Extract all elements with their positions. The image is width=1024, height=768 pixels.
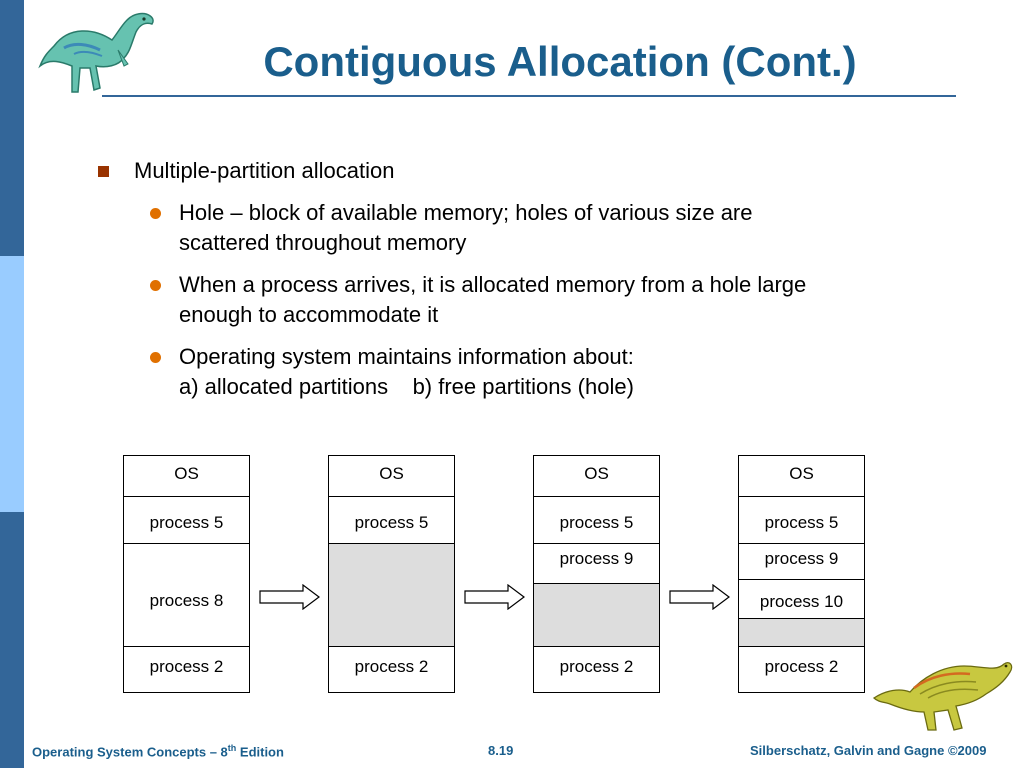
dinosaur-illustration	[872, 662, 1013, 731]
memory-cell: process 8	[124, 544, 249, 647]
memory-cell: process 9	[534, 544, 659, 584]
memory-cell: process 2	[534, 647, 659, 693]
sub-bullet: When a process arrives, it is allocated …	[96, 270, 976, 330]
cell-label: OS	[789, 464, 814, 483]
memory-hole	[534, 584, 659, 647]
title-underline	[102, 95, 956, 97]
cell-label: process 5	[559, 513, 634, 532]
cell-label: OS	[584, 464, 609, 483]
memory-column: OS process 5 process 8 process 2	[123, 455, 250, 693]
memory-cell: process 9	[739, 544, 864, 580]
cell-label: process 2	[764, 657, 839, 676]
footer-book-title: Operating System Concepts – 8th Edition	[32, 743, 284, 759]
sub-bullet-line: enough to accommodate it	[179, 302, 439, 327]
dinosaur-logo	[38, 12, 154, 93]
sub-bullet: Hole – block of available memory; holes …	[96, 198, 976, 258]
cell-label: process 5	[354, 513, 429, 532]
footer-book-title-tail: Edition	[236, 744, 284, 760]
memory-cell: process 5	[534, 497, 659, 544]
round-bullet-icon	[150, 352, 161, 363]
cell-label: process 9	[764, 549, 839, 568]
right-arrow-icon	[259, 584, 320, 610]
right-arrow-icon	[464, 584, 525, 610]
memory-cell: OS	[534, 456, 659, 497]
sub-bullet-line: When a process arrives, it is allocated …	[179, 272, 807, 297]
sub-bullet-line: scattered throughout memory	[179, 230, 467, 255]
bullet-list: Multiple-partition allocation Hole – blo…	[96, 156, 976, 402]
memory-column: OS process 5 process 2	[328, 455, 455, 693]
memory-cell: process 5	[124, 497, 249, 544]
main-bullet-text: Multiple-partition allocation	[134, 158, 395, 183]
memory-cell: OS	[329, 456, 454, 497]
memory-column: OS process 5 process 9 process 10 proces…	[738, 455, 865, 693]
sidebar-light-middle	[0, 256, 24, 512]
memory-cell: process 5	[329, 497, 454, 544]
round-bullet-icon	[150, 208, 161, 219]
memory-cell: process 10	[739, 580, 864, 619]
cell-label: process 10	[759, 592, 844, 611]
footer-copyright: Silberschatz, Galvin and Gagne ©2009	[750, 743, 987, 758]
memory-cell: process 5	[739, 497, 864, 544]
cell-label: process 8	[149, 591, 224, 610]
memory-hole	[329, 544, 454, 647]
cell-label: OS	[379, 464, 404, 483]
sidebar-dark-bottom	[0, 512, 24, 768]
memory-column: OS process 5 process 9 process 2	[533, 455, 660, 693]
sidebar-dark-top	[0, 0, 24, 256]
cell-label: process 5	[149, 513, 224, 532]
footer-page-number: 8.19	[488, 743, 514, 758]
slide-title: Contiguous Allocation (Cont.)	[263, 38, 857, 85]
cell-label: process 2	[149, 657, 224, 676]
memory-cell: process 2	[329, 647, 454, 693]
cell-label: process 2	[354, 657, 429, 676]
cell-label: process 2	[559, 657, 634, 676]
main-bullet: Multiple-partition allocation	[96, 156, 976, 186]
sub-bullet-line: Hole – block of available memory; holes …	[179, 200, 753, 225]
memory-hole	[739, 619, 864, 647]
footer-book-title-main: Operating System Concepts – 8	[32, 744, 228, 760]
memory-cell: OS	[124, 456, 249, 497]
square-bullet-icon	[98, 166, 109, 177]
memory-cell: process 2	[124, 647, 249, 693]
cell-label: process 5	[764, 513, 839, 532]
sub-bullet-line: Operating system maintains information a…	[179, 344, 634, 369]
round-bullet-icon	[150, 280, 161, 291]
right-arrow-icon	[669, 584, 730, 610]
footer-book-title-sup: th	[227, 743, 237, 753]
memory-cell: OS	[739, 456, 864, 497]
cell-label: process 9	[559, 549, 634, 568]
cell-label: OS	[174, 464, 199, 483]
memory-cell: process 2	[739, 647, 864, 693]
sub-bullet: Operating system maintains information a…	[96, 342, 976, 402]
sub-bullet-line: a) allocated partitions b) free partitio…	[179, 374, 634, 399]
